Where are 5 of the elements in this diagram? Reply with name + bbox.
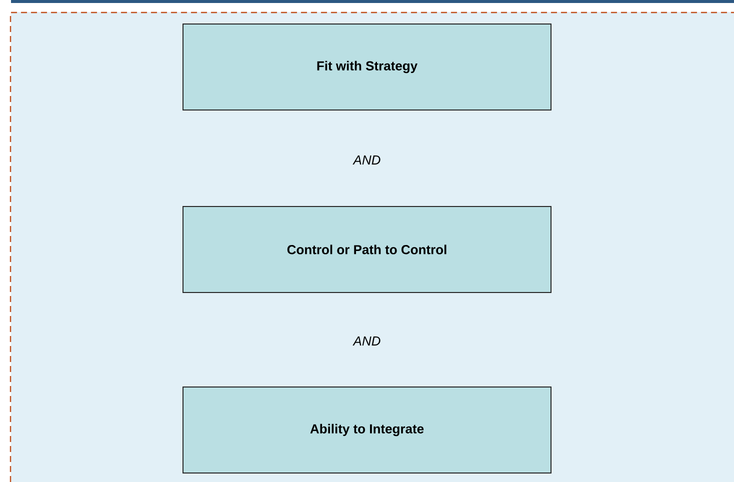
connector-word: AND (352, 156, 380, 164)
process-box: Ability to Integrate (182, 386, 552, 474)
process-box: Control or Path to Control (182, 206, 552, 293)
connector-word: AND (352, 336, 380, 346)
process-box: Fit with Strategy (182, 24, 552, 110)
